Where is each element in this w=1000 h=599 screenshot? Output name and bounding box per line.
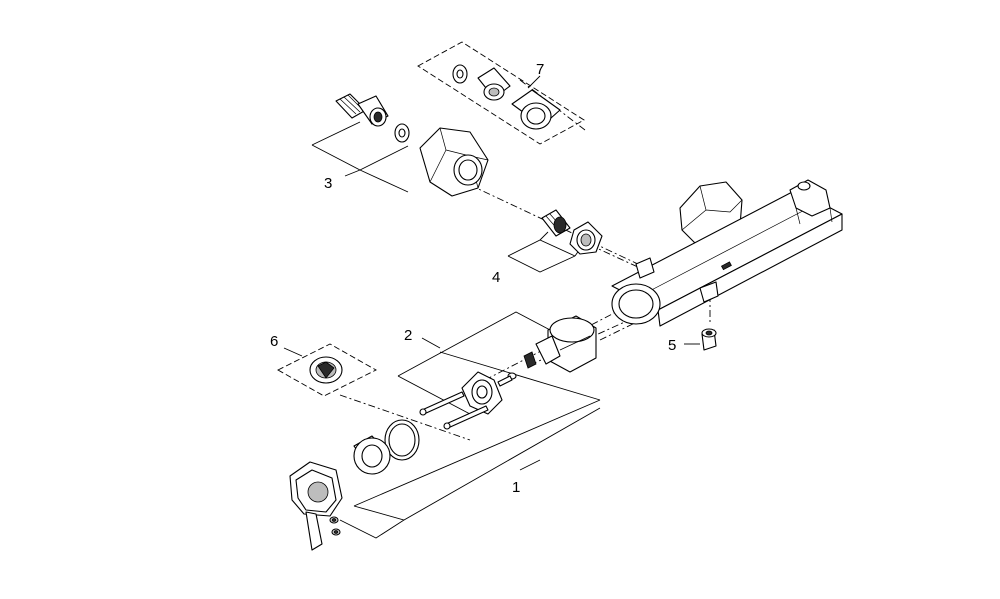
group-6-box (277, 343, 377, 397)
callout-4: 4 (492, 269, 500, 286)
callout-2: 2 (404, 327, 412, 344)
o-ring (384, 419, 420, 461)
callout-5: 5 (668, 337, 676, 354)
escutcheon-3 (419, 127, 489, 197)
thermostat-body (611, 179, 843, 327)
threaded-connector (335, 93, 389, 127)
set-screw-1 (329, 516, 339, 524)
sleeve-small (477, 67, 511, 101)
callout-6: 6 (270, 333, 278, 350)
screw-long-top (419, 391, 465, 416)
callout-3: 3 (324, 175, 332, 192)
washer-3 (394, 123, 410, 143)
nut-4 (569, 221, 603, 255)
group-7-box (417, 41, 585, 145)
screw-long-bottom (443, 405, 489, 430)
lever-handle (289, 461, 343, 551)
thermostat-cartridge (523, 315, 597, 373)
adapter-ring (461, 371, 503, 415)
leader-6 (283, 347, 303, 357)
sleeve-large (511, 89, 561, 130)
cap-6 (309, 356, 343, 384)
group-4-bracket (507, 231, 583, 273)
pin-small (497, 372, 517, 387)
fitting-4 (541, 209, 571, 237)
set-screw-2 (331, 528, 341, 536)
hub-sleeve (353, 435, 391, 475)
group-1-bracket (339, 351, 601, 539)
callout-7: 7 (536, 61, 544, 78)
washer-small-top (452, 64, 468, 84)
leader-7 (527, 75, 541, 89)
callout-1: 1 (512, 479, 520, 496)
group-3-bracket (311, 121, 409, 193)
insert-5 (701, 328, 717, 351)
